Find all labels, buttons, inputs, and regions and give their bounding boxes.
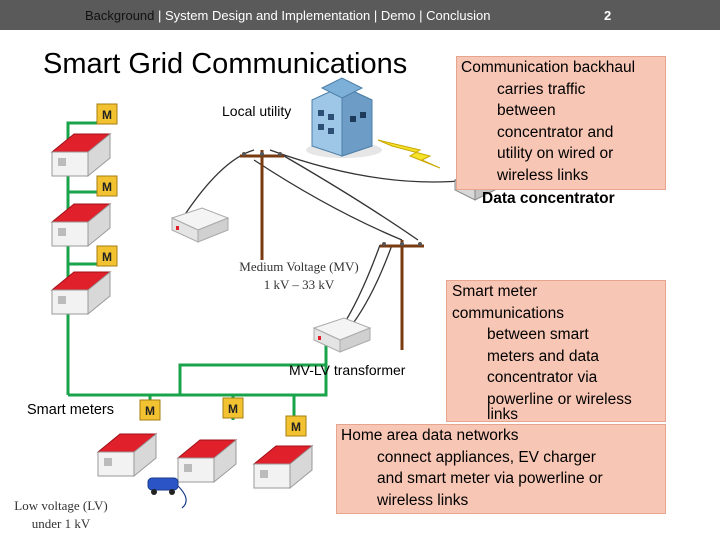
meter-icon xyxy=(139,399,161,421)
callout-line: meters and data xyxy=(487,347,600,365)
breadcrumb-separator: | xyxy=(158,8,166,23)
utility-pole-1 xyxy=(238,148,286,262)
breadcrumb: Background | System Design and Implement… xyxy=(85,8,491,23)
callout-line: Smart meter xyxy=(452,283,538,300)
medium-voltage-label-line1: Medium Voltage (MV) xyxy=(239,259,359,274)
header-bar: Background | System Design and Implement… xyxy=(0,0,720,30)
mv-lv-transformer-label: MV-LV transformer xyxy=(289,362,406,378)
smart-meters-label: Smart meters xyxy=(27,402,115,418)
meter-icon xyxy=(285,415,307,437)
wireless-link-icon xyxy=(377,139,441,169)
house-icon xyxy=(51,203,111,247)
breadcrumb-item-conclusion[interactable]: Conclusion xyxy=(426,8,491,23)
callout-line: carries traffic xyxy=(497,80,586,98)
house-icon xyxy=(253,445,313,489)
callout-line: links xyxy=(487,406,519,423)
house-icon xyxy=(177,439,237,483)
backhaul-callout: Communication backhaul carries traffic b… xyxy=(456,56,666,190)
page-number: 2 xyxy=(604,8,612,23)
local-utility-label: Local utility xyxy=(222,103,292,119)
meter-icon xyxy=(96,245,118,267)
house-icon xyxy=(51,133,111,177)
callout-line: wireless links xyxy=(377,491,469,509)
house-icon xyxy=(97,433,157,477)
callout-line: connect appliances, EV charger xyxy=(377,448,596,466)
meter-icon xyxy=(96,175,118,197)
callout-line: Home area data networks xyxy=(341,427,519,444)
callout-line: utility on wired or xyxy=(497,145,614,162)
power-lines xyxy=(179,149,471,331)
mv-lv-transformer-icon xyxy=(313,317,371,353)
meter-icon xyxy=(222,397,244,419)
transformer-icon xyxy=(171,207,229,243)
medium-voltage-label-line2: 1 kV – 33 kV xyxy=(263,277,335,292)
callout-line: between smart xyxy=(487,326,589,343)
medium-voltage-label: Medium Voltage (MV) 1 kV – 33 kV xyxy=(226,258,372,294)
house-icon xyxy=(51,271,111,315)
slide-title: Smart Grid Communications xyxy=(43,48,408,80)
callout-line: between xyxy=(497,102,556,119)
breadcrumb-item-background[interactable]: Background xyxy=(85,8,155,23)
callout-line: powerline or wireless xyxy=(487,390,632,408)
smart-meter-comms-callout: Smart meter communications between smart… xyxy=(446,280,666,422)
utility-pole-2 xyxy=(378,238,426,352)
ev-car-icon xyxy=(147,477,187,509)
home-area-callout: Home area data networks connect applianc… xyxy=(336,424,666,514)
callout-line: concentrator and xyxy=(497,123,614,141)
callout-line: communications xyxy=(452,304,564,322)
callout-line: wireless links xyxy=(497,166,589,184)
low-voltage-label-line2: under 1 kV xyxy=(31,516,91,531)
low-voltage-label-line1: Low voltage (LV) xyxy=(14,498,108,513)
breadcrumb-item-demo[interactable]: Demo xyxy=(380,8,416,23)
callout-line: concentrator via xyxy=(487,369,598,386)
utility-building-icon xyxy=(306,77,382,158)
callout-line: and smart meter via powerline or xyxy=(377,470,603,487)
breadcrumb-separator: | xyxy=(419,8,427,23)
breadcrumb-separator: | xyxy=(373,8,381,23)
callout-line: Communication backhaul xyxy=(461,59,636,76)
meter-icon xyxy=(96,103,118,125)
data-concentrator-label: Data concentrator xyxy=(482,190,615,207)
breadcrumb-item-system-design[interactable]: System Design and Implementation xyxy=(165,8,371,23)
low-voltage-label: Low voltage (LV) under 1 kV xyxy=(6,497,116,533)
